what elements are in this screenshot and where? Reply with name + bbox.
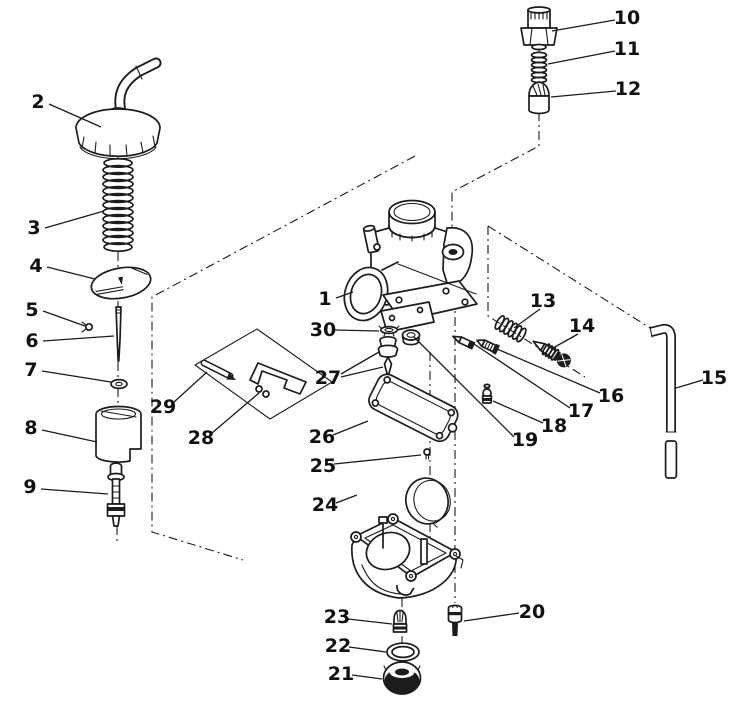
callout-6-label: 6	[25, 330, 38, 352]
part-jet-needle	[115, 306, 122, 362]
part-float-pin-screw	[423, 448, 431, 460]
part-plunger-cap	[528, 81, 550, 115]
part-slide-bolt	[106, 462, 126, 527]
callout-11-leader	[547, 50, 616, 65]
callout-5-leader	[42, 310, 86, 327]
callout-27-leader	[340, 366, 384, 378]
callout-4-leader	[46, 266, 96, 280]
part-pilot-spring	[494, 315, 527, 343]
callout-29-label: 29	[150, 396, 176, 418]
callout-26-leader	[332, 420, 369, 436]
callout-19-leader	[413, 336, 515, 438]
callout-23-leader	[347, 618, 393, 625]
callout-16-label: 16	[598, 385, 624, 407]
callout-14-leader	[552, 333, 579, 349]
part-bowl-gasket	[368, 373, 459, 443]
part-needle-valve	[377, 335, 399, 375]
part-throttle-plate	[90, 266, 152, 300]
callout-1-leader	[335, 291, 354, 299]
callout-28-leader	[211, 392, 260, 434]
part-vent-tube	[649, 323, 678, 479]
callout-8-leader	[41, 429, 98, 443]
part-needle-clip	[81, 321, 94, 333]
callout-2-label: 2	[31, 91, 44, 113]
part-needle-jet	[452, 335, 476, 350]
callout-8-label: 8	[24, 417, 37, 439]
callout-7-leader	[41, 370, 112, 383]
callout-12-leader	[550, 90, 617, 98]
callout-22-leader	[348, 646, 387, 653]
callout-25-leader	[333, 454, 422, 465]
callout-11-label: 11	[614, 38, 640, 60]
callout-4-label: 4	[29, 255, 42, 277]
callout-18-label: 18	[541, 415, 567, 437]
part-drain-plug-insert	[392, 609, 408, 633]
callout-27-leader	[340, 351, 380, 375]
part-float-pin	[200, 359, 236, 380]
part-serrated-washer	[378, 325, 400, 337]
callout-14-label: 14	[569, 315, 595, 337]
part-main-jet	[476, 339, 500, 355]
part-baffle-plate	[194, 328, 333, 420]
callout-21-label: 21	[328, 663, 354, 685]
callout-18-leader	[492, 400, 544, 424]
callout-15-leader	[675, 379, 704, 389]
callout-16-leader	[496, 348, 601, 394]
callout-30-label: 30	[310, 319, 336, 341]
callout-22-label: 22	[325, 635, 351, 657]
callout-20-label: 20	[519, 601, 545, 623]
callout-9-leader	[40, 488, 109, 495]
callout-17-leader	[473, 343, 571, 409]
callout-21-leader	[351, 674, 383, 680]
callout-5-label: 5	[25, 299, 38, 321]
part-pilot-air-screw	[532, 340, 571, 368]
callouts-layer: 1234567891011121314151617181920212223242…	[23, 7, 727, 685]
part-carburetor-body	[343, 199, 478, 333]
part-washer-small	[110, 378, 128, 390]
callout-15-label: 15	[701, 367, 727, 389]
part-spring-small	[530, 51, 548, 84]
callout-2-leader	[48, 103, 102, 128]
callout-7-label: 7	[24, 359, 37, 381]
callout-9-label: 9	[23, 476, 36, 498]
part-o-ring	[386, 642, 420, 662]
part-adjuster-screw	[520, 6, 558, 51]
part-float-bowl	[350, 513, 464, 599]
callout-13-leader	[513, 308, 541, 329]
callout-3-leader	[44, 210, 105, 229]
part-float-bracket	[249, 362, 307, 398]
part-spring-large	[102, 157, 134, 253]
callout-27-label: 27	[315, 367, 341, 389]
callout-20-leader	[463, 612, 520, 622]
part-drain-plug	[382, 661, 422, 695]
callout-23-label: 23	[324, 606, 350, 628]
callout-6-leader	[42, 335, 115, 342]
callout-24-leader	[335, 494, 358, 504]
callout-19-label: 19	[512, 429, 538, 451]
callout-12-label: 12	[615, 78, 641, 100]
part-float	[405, 477, 451, 528]
callout-1-label: 1	[318, 288, 331, 310]
callout-17-label: 17	[568, 400, 594, 422]
callout-10-label: 10	[614, 7, 640, 29]
callout-24-label: 24	[312, 494, 338, 516]
callout-26-label: 26	[309, 426, 335, 448]
callout-25-label: 25	[310, 455, 336, 477]
part-throttle-slide	[95, 405, 142, 463]
part-bowl-screw	[447, 604, 463, 636]
callout-10-leader	[551, 19, 616, 32]
callout-3-label: 3	[27, 217, 40, 239]
callout-13-label: 13	[530, 290, 556, 312]
part-air-vent-fitting	[481, 383, 493, 404]
callout-30-leader	[334, 329, 380, 332]
part-cap	[75, 57, 162, 160]
callout-29-leader	[173, 371, 208, 403]
part-flange-nut	[401, 329, 421, 346]
callout-28-label: 28	[188, 427, 214, 449]
